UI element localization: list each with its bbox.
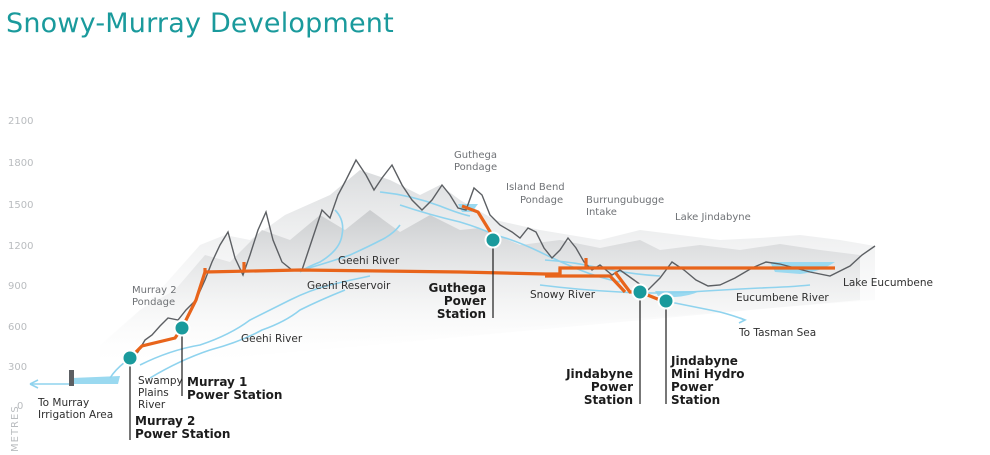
- stations: [121, 231, 675, 367]
- place-labels: Murray 2 Pondage Guthega Pondage Island …: [37, 150, 933, 421]
- leader-lines: [129, 242, 667, 440]
- irrigation-label-1: To Murray: [37, 397, 89, 409]
- jindabyne-label-1: Jindabyne: [565, 367, 633, 381]
- station-labels: Murray 1 Power Station Murray 2 Power St…: [135, 281, 745, 441]
- guthega-label-2: Power: [444, 294, 486, 308]
- jindabyne-mini-label-2: Mini Hydro: [671, 367, 745, 381]
- murray2-label-2: Power Station: [135, 427, 230, 441]
- weir-marker: [69, 370, 74, 386]
- guthega-station-marker: [484, 231, 502, 249]
- island-bend-label-1: Island Bend: [506, 182, 565, 193]
- jindabyne-mini-label-1: Jindabyne: [670, 354, 738, 368]
- geehi-river-top-label: Geehi River: [338, 255, 400, 267]
- eucumbene-river-label: Eucumbene River: [736, 292, 829, 304]
- murray2-pondage-label-2: Pondage: [132, 297, 175, 308]
- background-mountains: [95, 170, 875, 370]
- swampy-label-2: Plains: [138, 387, 169, 399]
- burrungubugge-label-2: Intake: [586, 207, 617, 218]
- tick-2100: 2100: [8, 116, 33, 127]
- murray1-label-1: Murray 1: [187, 375, 247, 389]
- murray2-label-1: Murray 2: [135, 414, 195, 428]
- snowy-river-label: Snowy River: [530, 289, 596, 301]
- guthega-pondage-label-2: Pondage: [454, 162, 497, 173]
- guthega-penstock: [461, 204, 496, 239]
- lake-eucumbene-label: Lake Eucumbene: [843, 277, 933, 289]
- geehi-reservoir-label: Geehi Reservoir: [307, 280, 391, 292]
- tick-0: 0: [17, 401, 23, 412]
- tick-1200: 1200: [8, 241, 33, 252]
- irrigation-label-2: Irrigation Area: [38, 409, 113, 421]
- jindabyne-label-3: Station: [584, 393, 633, 407]
- murray2-station-marker: [121, 349, 139, 367]
- axis-unit: METRES: [10, 405, 21, 452]
- swampy-label-1: Swampy: [138, 375, 183, 387]
- tick-1800: 1800: [8, 158, 33, 169]
- murray1-label-2: Power Station: [187, 388, 282, 402]
- lake-jindabyne-label: Lake Jindabyne: [675, 212, 751, 223]
- jindabyne-station-marker: [631, 283, 649, 301]
- tick-600: 600: [8, 322, 27, 333]
- murray1-station-marker: [173, 319, 191, 337]
- burrungubugge-label-1: Burrungubugge: [586, 195, 664, 206]
- tick-1500: 1500: [8, 200, 33, 211]
- geehi-river-bottom-label: Geehi River: [241, 333, 303, 345]
- page-title: Snowy-Murray Development: [6, 8, 394, 39]
- jindabyne-mini-station-marker: [657, 292, 675, 310]
- ridge-outline: [127, 158, 876, 361]
- island-bend-label-2: Pondage: [520, 195, 563, 206]
- guthega-pondage-label-1: Guthega: [454, 150, 497, 161]
- y-axis: 2100 1800 1500 1200 900 600 300 0 METRES: [8, 116, 33, 452]
- tick-300: 300: [8, 362, 27, 373]
- guthega-label-3: Station: [437, 307, 486, 321]
- jindabyne-mini-label-4: Station: [671, 393, 720, 407]
- jindabyne-mini-label-3: Power: [671, 380, 713, 394]
- tasman-label: To Tasman Sea: [738, 327, 816, 339]
- murray2-pondage-label-1: Murray 2: [132, 285, 177, 296]
- rivers: [29, 191, 811, 389]
- murray-irrigation-channel: [72, 376, 120, 384]
- swampy-label-3: River: [138, 399, 166, 411]
- guthega-label-1: Guthega: [429, 281, 487, 295]
- tick-900: 900: [8, 281, 27, 292]
- jindabyne-label-2: Power: [591, 380, 633, 394]
